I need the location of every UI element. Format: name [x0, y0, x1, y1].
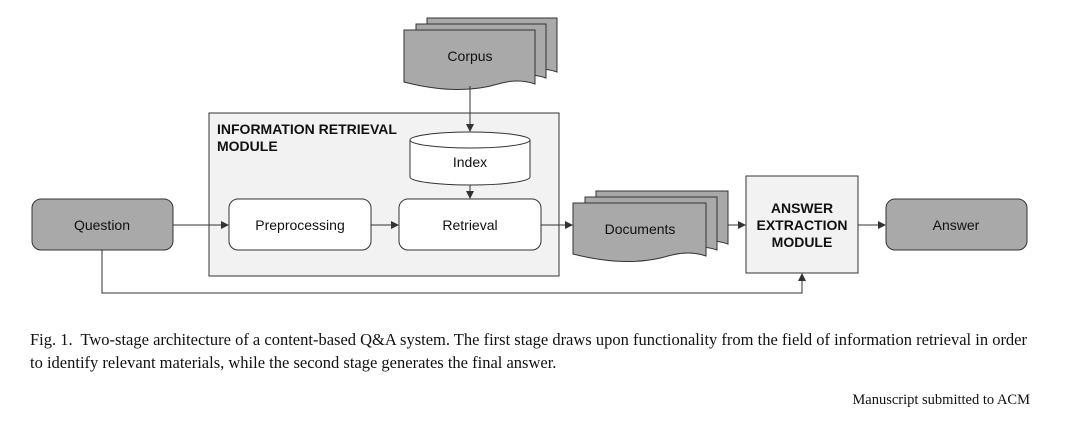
architecture-diagram: Corpus INFORMATION RETRIEVAL MODULE Inde… — [31, 17, 1028, 294]
question-node: Question — [31, 198, 174, 251]
answer-label: Answer — [933, 217, 980, 233]
retrieval-label: Retrieval — [442, 217, 497, 233]
answer-extraction-module: ANSWER EXTRACTION MODULE — [745, 175, 859, 274]
preprocessing-node: Preprocessing — [228, 198, 372, 251]
question-label: Question — [74, 217, 130, 233]
answer-extraction-line2: EXTRACTION — [757, 217, 848, 233]
retrieval-node: Retrieval — [398, 198, 542, 251]
arrow-question-to-answer-extraction — [101, 250, 806, 294]
answer-node: Answer — [885, 198, 1028, 251]
figure-label: Fig. 1. — [30, 330, 73, 349]
documents-node: Documents — [572, 190, 729, 262]
index-node: Index — [409, 131, 531, 186]
index-label: Index — [453, 154, 487, 170]
corpus-node: Corpus — [403, 17, 558, 90]
manuscript-footer: Manuscript submitted to ACM — [852, 392, 1030, 408]
preprocessing-label: Preprocessing — [255, 217, 345, 233]
corpus-label: Corpus — [447, 48, 492, 64]
answer-extraction-line1: ANSWER — [771, 200, 833, 216]
ir-module-title-line1: INFORMATION RETRIEVAL — [217, 121, 397, 137]
documents-label: Documents — [605, 221, 676, 237]
figure-caption: Fig. 1. Two-stage architecture of a cont… — [30, 328, 1035, 374]
ir-module-title-line2: MODULE — [217, 138, 278, 154]
figure-caption-text: Two-stage architecture of a content-base… — [30, 330, 1028, 372]
answer-extraction-line3: MODULE — [772, 234, 833, 250]
